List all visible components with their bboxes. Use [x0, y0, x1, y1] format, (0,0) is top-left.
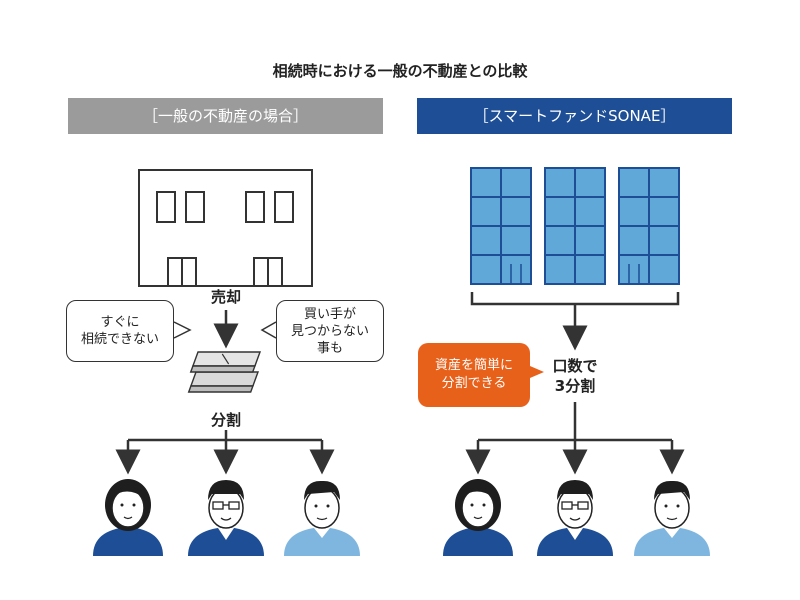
- building-icon: [138, 169, 313, 287]
- speech-bubble-no-buyer: 買い手が 見つからない 事も: [276, 300, 384, 362]
- split-by-units-label: 口数で 3分割: [552, 357, 598, 395]
- sell-label: 売却: [210, 288, 241, 306]
- easy-split-callout: 資産を簡単に 分割できる: [418, 343, 530, 407]
- callout-text: 資産を簡単に 分割できる: [434, 358, 513, 391]
- person-man-glasses-icon: [188, 480, 264, 556]
- speech-bubble-text: 買い手が 見つからない 事も: [290, 306, 369, 356]
- money-icon: [187, 351, 262, 393]
- person-man-icon: [634, 480, 710, 556]
- person-woman-icon: [93, 479, 163, 556]
- building-blocks-icon: [470, 167, 680, 285]
- speech-bubble-cannot-inherit: すぐに 相続できない: [66, 300, 174, 362]
- split-label: 分割: [210, 411, 241, 429]
- speech-bubble-text: すぐに 相続できない: [80, 315, 159, 347]
- page-title: 相続時における一般の不動産との比較: [272, 62, 528, 80]
- person-man-glasses-icon: [537, 480, 613, 556]
- general-property-header: ［一般の不動産の場合］: [68, 98, 383, 134]
- person-woman-icon: [443, 479, 513, 556]
- person-man-icon: [284, 480, 360, 556]
- sonae-header: ［スマートファンドSONAE］: [417, 98, 732, 134]
